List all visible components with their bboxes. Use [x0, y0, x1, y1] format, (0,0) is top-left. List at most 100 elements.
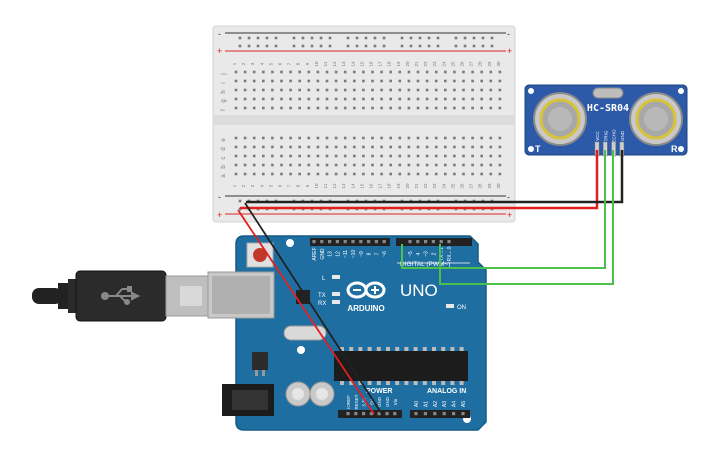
analog-pin[interactable] [452, 412, 456, 416]
power-pin[interactable] [346, 412, 350, 416]
header-pin[interactable] [312, 240, 316, 244]
arduino-uno-board[interactable]: L TX RX ON ARDUINO UNO [207, 235, 487, 431]
header-pin[interactable] [320, 240, 324, 244]
breadboard-hole [444, 97, 447, 101]
breadboard-hole [389, 70, 392, 74]
breadboard-hole [398, 163, 402, 167]
breadboard-hole [362, 79, 365, 83]
power-pin[interactable] [362, 412, 366, 416]
column-number: 13 [341, 61, 346, 67]
analog-pin[interactable] [442, 412, 446, 416]
breadboard-hole [434, 97, 438, 101]
chip-pin [441, 347, 446, 351]
power-pin[interactable] [377, 412, 381, 416]
rail-hole [256, 44, 260, 48]
column-number: 17 [378, 61, 383, 67]
breadboard-hole [289, 163, 292, 167]
reset-button-cap[interactable] [253, 248, 267, 262]
mount-hole [528, 146, 534, 152]
analog-header[interactable] [410, 410, 470, 418]
rail-minus-label-bottom: - [218, 192, 221, 202]
breadboard-hole [462, 145, 465, 149]
breadboard-hole [407, 97, 411, 101]
power-pin-label: IOREF [346, 395, 351, 409]
digital-header[interactable] [310, 238, 472, 246]
wire-echo-green[interactable] [439, 150, 614, 285]
power-pin-label: 3.3V [362, 397, 367, 406]
header-pin[interactable] [408, 240, 412, 244]
breadboard-hole [398, 70, 402, 74]
header-pin[interactable] [431, 240, 435, 244]
header-pin[interactable] [367, 240, 371, 244]
analog-pin[interactable] [414, 412, 418, 416]
breadboard-hole [398, 172, 402, 176]
usb-cable-ridge [68, 279, 76, 313]
wire-gnd-board-black[interactable] [244, 202, 383, 415]
breadboard-hole [343, 163, 347, 167]
analog-pin[interactable] [461, 412, 465, 416]
wires[interactable] [237, 150, 624, 415]
column-number: 20 [405, 183, 410, 189]
header-pin[interactable] [439, 240, 443, 244]
header-pin[interactable] [335, 240, 339, 244]
breadboard-hole [289, 172, 292, 176]
analog-pin[interactable] [423, 412, 427, 416]
breadboard-hole [480, 163, 483, 167]
breadboard-hole [343, 70, 347, 74]
header-pin[interactable] [447, 240, 451, 244]
breadboard-hole [389, 172, 392, 176]
header-pin[interactable] [424, 240, 428, 244]
wire-5v-red[interactable] [237, 209, 375, 415]
breadboard-hole [353, 106, 356, 110]
breadboard-hole [371, 88, 374, 92]
usb-cable[interactable] [32, 270, 215, 322]
column-number: 14 [350, 61, 355, 67]
column-number: 27 [469, 61, 474, 67]
crystal [283, 325, 327, 341]
breadboard-hole [298, 106, 301, 110]
header-pin[interactable] [351, 240, 355, 244]
rail-hole [238, 44, 242, 48]
column-number: 4 [259, 184, 264, 187]
header-pin[interactable] [416, 240, 420, 244]
wire-gnd-black[interactable] [496, 150, 624, 204]
power-pin[interactable] [385, 412, 389, 416]
breadboard-hole [334, 172, 338, 176]
breadboard-hole [471, 154, 474, 158]
header-pin[interactable] [343, 240, 347, 244]
header-pin[interactable] [328, 240, 332, 244]
breadboard-hole [307, 106, 311, 110]
usb-plug-metal-inner [180, 286, 202, 306]
breadboard-hole [325, 154, 329, 158]
breadboard-hole [434, 136, 438, 140]
power-header[interactable] [338, 410, 402, 418]
wire-trig-green[interactable] [401, 150, 606, 269]
header-pin-label: RX←0 [447, 246, 453, 261]
power-pin[interactable] [369, 412, 373, 416]
breadboard-hole [307, 97, 311, 101]
power-pin[interactable] [393, 412, 397, 416]
breadboard-hole [407, 154, 411, 158]
column-number: 6 [278, 184, 283, 187]
header-pin[interactable] [382, 240, 386, 244]
chip-pin [413, 381, 418, 385]
column-number: 28 [478, 183, 483, 189]
digital-section-label: DIGITAL (PWM~) [400, 261, 450, 268]
rail-plus-label-bottom: + [217, 210, 222, 220]
rail-hole [346, 44, 350, 48]
breadboard-hole [234, 106, 238, 110]
power-pin[interactable] [354, 412, 358, 416]
breadboard-hole [480, 88, 483, 92]
header-pin[interactable] [359, 240, 363, 244]
wire-vcc-red[interactable] [240, 150, 599, 210]
breadboard-hole [380, 88, 383, 92]
column-number: 15 [359, 183, 364, 189]
header-pin[interactable] [374, 240, 378, 244]
analog-pin[interactable] [433, 412, 437, 416]
chip-pin [432, 347, 436, 351]
breadboard-hole [252, 163, 256, 167]
breadboard-hole [280, 97, 283, 101]
